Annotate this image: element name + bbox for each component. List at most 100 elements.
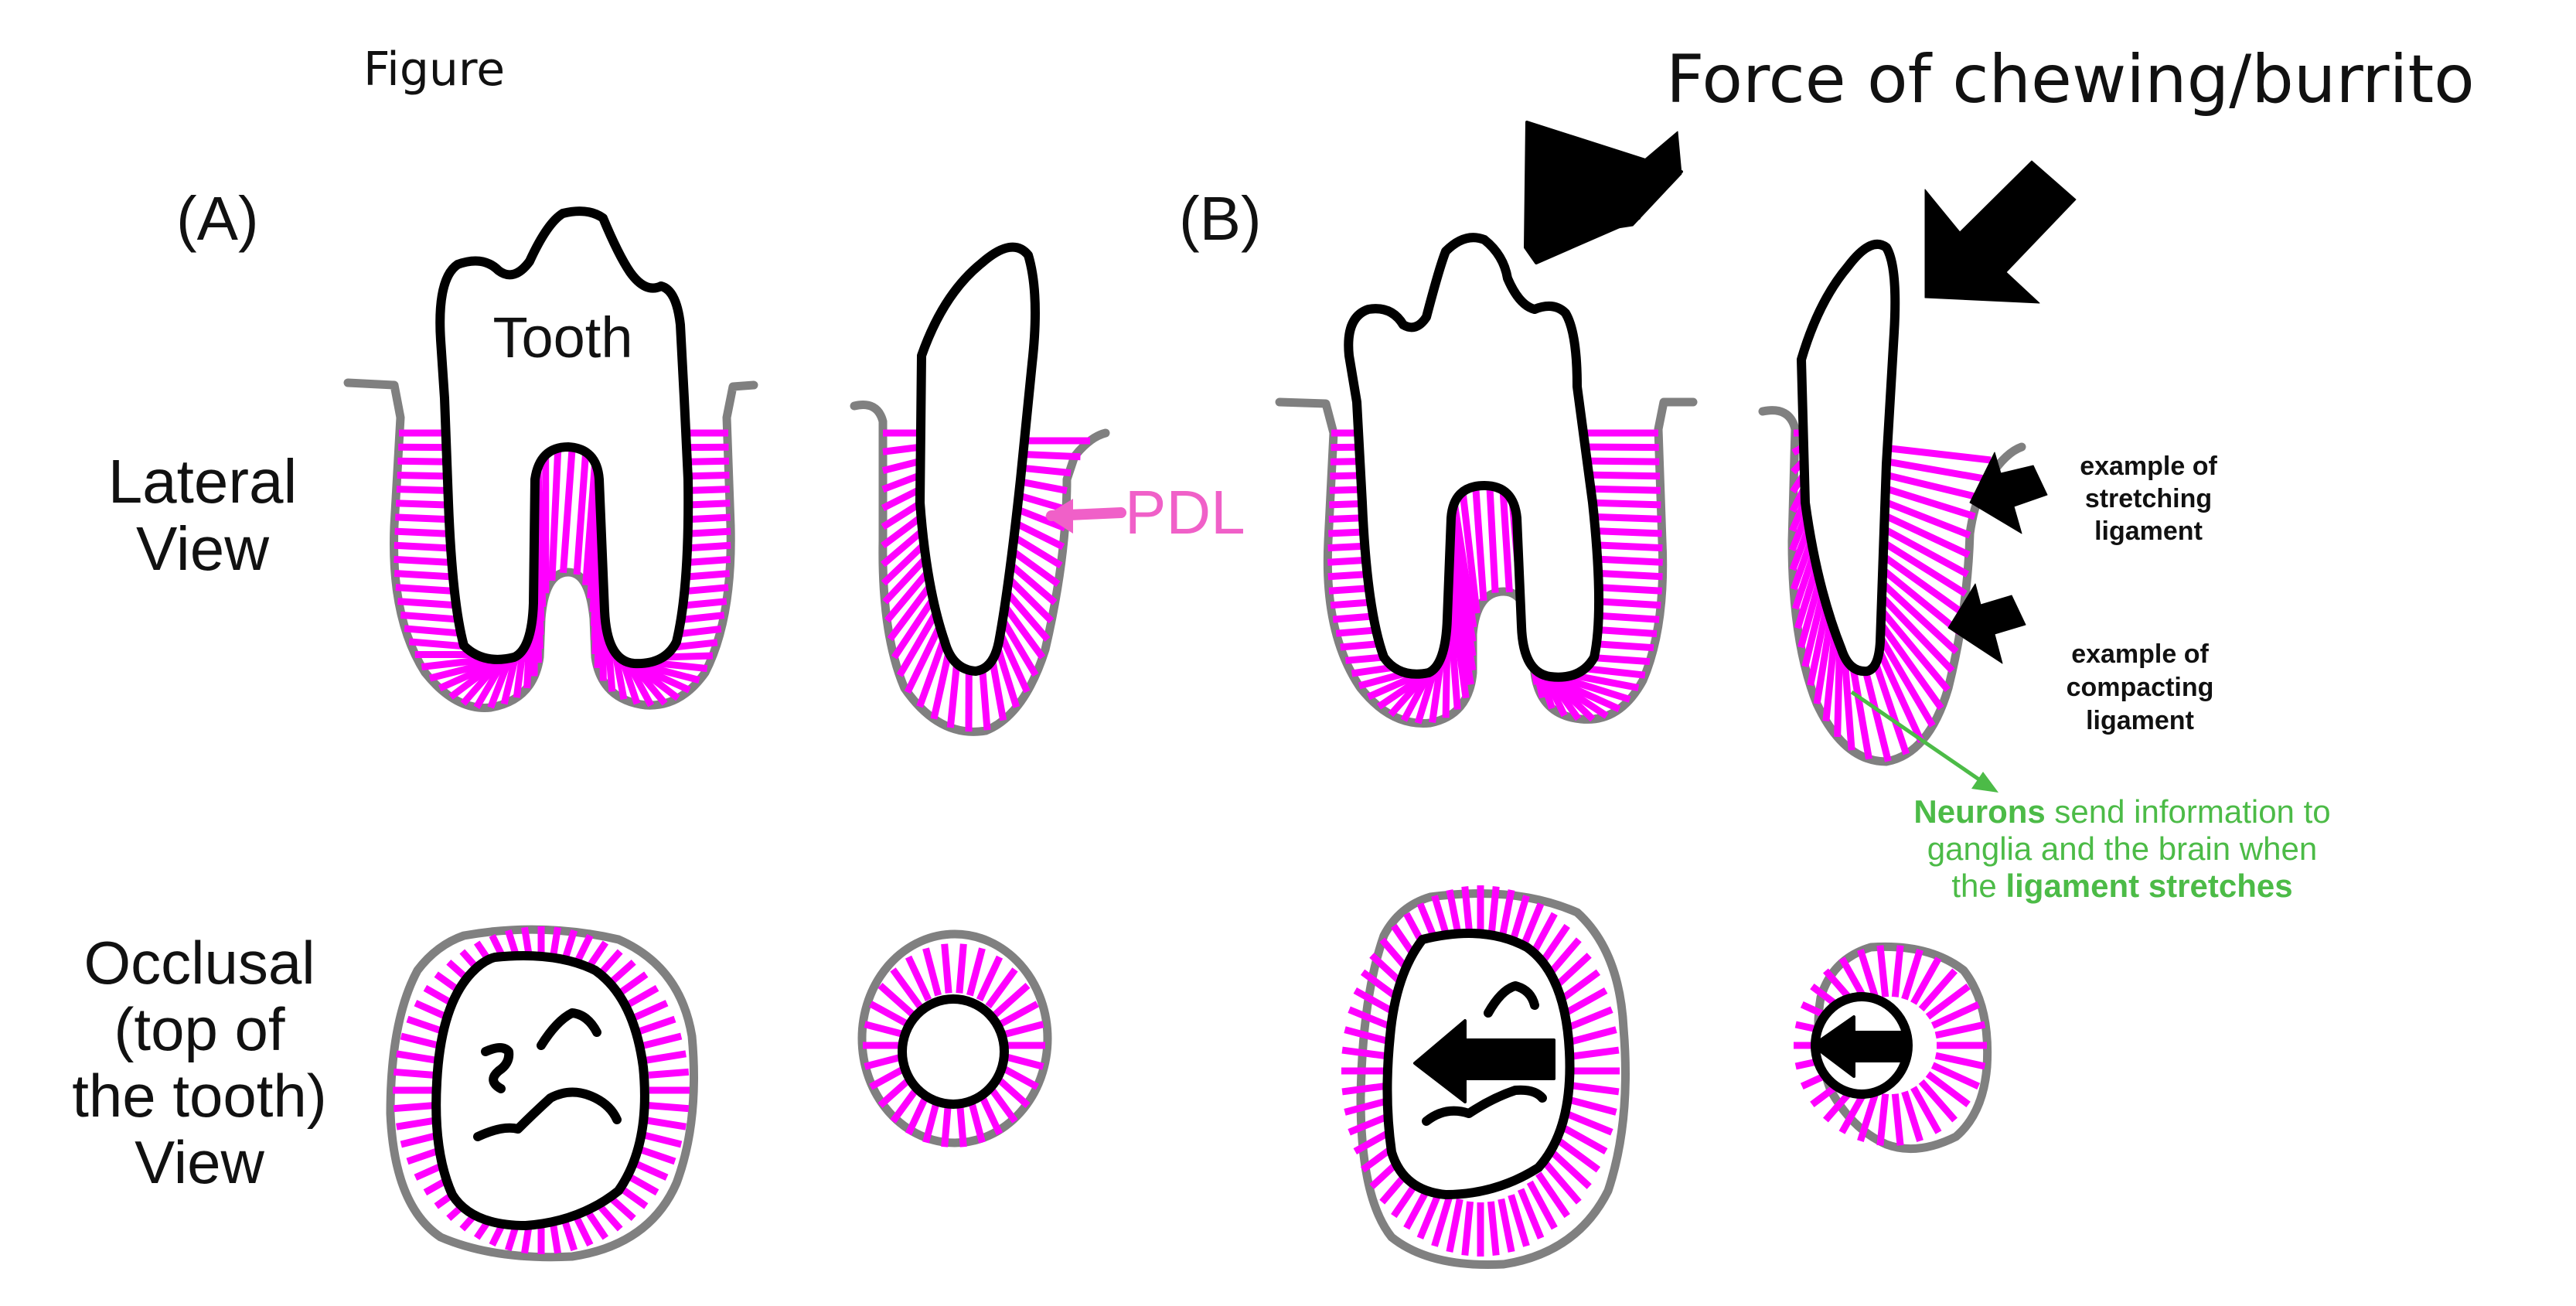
ligament-fiber — [1910, 1086, 1942, 1134]
ligament-fiber — [396, 486, 450, 494]
ligament-fiber — [1569, 1026, 1617, 1045]
stretching-note-line1: example of — [2080, 452, 2217, 481]
neuron-note-bold1: Neurons — [1913, 793, 2045, 830]
ligament-fiber — [1807, 605, 1831, 687]
ligament-fiber — [1801, 592, 1827, 668]
ligament-fiber — [1562, 987, 1608, 1018]
ligament-fiber — [1003, 589, 1051, 642]
ligament-fiber — [688, 486, 730, 494]
ligament-fiber — [905, 955, 932, 1002]
ligament-fiber — [1881, 553, 1965, 616]
ligament-fiber — [642, 1032, 683, 1049]
molar-b-occlusal-force-arrow-icon — [1413, 1019, 1555, 1103]
ligament-fiber — [999, 1001, 1039, 1028]
ligament-fiber — [1345, 653, 1385, 664]
ligament-fiber — [881, 485, 924, 512]
ligament-fiber — [1461, 1201, 1474, 1256]
ligament-fiber — [1934, 1021, 1986, 1039]
neuron-note-rest1: send information to — [2046, 793, 2331, 830]
incisor-a-ligament-fibers — [881, 429, 1090, 732]
ligament-fiber — [1585, 457, 1660, 465]
ligament-fiber — [1882, 526, 1970, 578]
ligament-fiber — [1003, 1052, 1044, 1070]
neuron-note-prefix3: the — [1951, 868, 2005, 904]
ligament-fiber — [648, 1068, 690, 1079]
ligament-fiber — [687, 513, 731, 523]
ligament-fiber — [1566, 1006, 1613, 1032]
ligament-fiber — [1918, 968, 1958, 1012]
molar-b-lateral — [1275, 233, 1698, 728]
ligament-fiber — [887, 583, 933, 642]
ligament-fiber — [1878, 621, 1944, 711]
ligament-fiber — [891, 597, 936, 660]
ligament-fiber — [1351, 663, 1395, 677]
panel-b-label: (B) — [1179, 184, 1262, 253]
ligament-fiber — [1450, 502, 1477, 628]
ligament-fiber — [956, 943, 967, 994]
ligament-fiber — [1000, 617, 1039, 677]
ligament-fiber — [1889, 445, 1992, 464]
ligament-fiber — [1327, 542, 1365, 552]
ligament-fiber — [393, 1102, 434, 1113]
ligament-fiber — [1891, 945, 1904, 997]
ligament-fiber — [1878, 607, 1951, 692]
ligament-fiber — [1328, 585, 1370, 595]
compacting-arrow-icon — [1947, 583, 2026, 664]
ligament-fiber — [1596, 541, 1663, 552]
neuron-arrowhead — [1971, 772, 1998, 793]
lateral-label-line1: Lateral — [108, 447, 298, 516]
ligament-fiber — [395, 513, 450, 523]
incisor-a-lateral: PDL — [850, 242, 1245, 736]
ligament-fiber — [1332, 612, 1374, 623]
ligament-fiber — [688, 500, 731, 509]
ligament-fiber — [1595, 527, 1662, 537]
ligament-fiber — [864, 1052, 905, 1070]
ligament-fiber — [521, 926, 533, 956]
ligament-fiber — [1598, 612, 1660, 623]
ligament-fiber — [1876, 649, 1925, 743]
ligament-fiber — [994, 646, 1021, 708]
ligament-fiber — [395, 584, 456, 595]
ligament-fiber — [548, 448, 562, 581]
ligament-fiber — [1879, 580, 1959, 655]
occlusal-label-line1: Occlusal — [83, 929, 315, 997]
ligament-fiber — [1025, 451, 1081, 461]
ligament-fiber — [1598, 598, 1661, 609]
incisor-b-tooth — [1797, 240, 1900, 677]
ligament-fiber — [1348, 1006, 1395, 1032]
stretching-note-line2: stretching — [2085, 484, 2212, 513]
molar-a-occlusal-groove3 — [473, 1087, 622, 1141]
ligament-fiber — [1517, 1188, 1545, 1240]
ligament-fiber — [881, 500, 924, 530]
ligament-fiber — [930, 651, 952, 720]
ligament-fiber — [1327, 556, 1367, 566]
ligament-fiber — [882, 443, 922, 455]
ligament-fiber — [881, 471, 923, 493]
ligament-fiber — [582, 462, 599, 586]
incisor-a-occlusal — [857, 929, 1052, 1147]
lateral-label-line2: View — [136, 514, 269, 583]
ligament-fiber — [979, 669, 991, 731]
ligament-fiber — [1543, 1161, 1582, 1205]
ligament-fiber — [1925, 1071, 1971, 1108]
ligament-fiber — [680, 612, 725, 624]
molar-a-tooth — [435, 206, 693, 669]
compacting-note-line1: example of — [2071, 639, 2209, 669]
ligament-fiber — [1593, 654, 1651, 666]
ligament-fiber — [560, 447, 576, 574]
ligament-fiber — [1335, 626, 1377, 637]
ligament-fiber — [1886, 458, 1986, 483]
ligament-fiber — [1910, 956, 1942, 1005]
molar-b-occlusal-groove — [1484, 981, 1539, 1018]
ligament-fiber — [1002, 603, 1046, 660]
ligament-fiber — [1884, 485, 1976, 520]
ligament-fiber — [1572, 1082, 1620, 1096]
ligament-fiber — [687, 457, 729, 465]
ligament-fiber — [1562, 1124, 1608, 1155]
ligament-fiber — [1341, 1082, 1389, 1096]
ligament-fiber — [993, 983, 1031, 1018]
ligament-fiber — [394, 555, 452, 566]
ligament-fiber — [624, 984, 659, 1009]
ligament-fiber — [1934, 1052, 1986, 1070]
pdl-arrowhead — [1045, 499, 1073, 534]
